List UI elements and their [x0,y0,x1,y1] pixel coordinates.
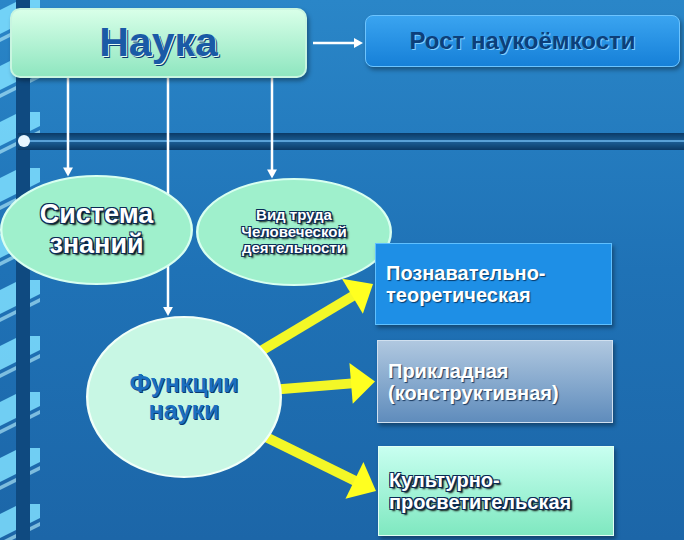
node-label: Культурно- просветительская [389,469,603,513]
arrow-connector [267,78,277,178]
node-label: Вид труда Человеческой деятельности [212,207,376,257]
arrow-connector [253,431,376,499]
node-label: Рост наукоёмкости [409,28,635,54]
ribbon-bar [16,0,30,540]
node-label: Функции науки [104,370,264,425]
node-label: Система знаний [14,200,179,259]
function-box: Культурно- просветительская [378,446,614,536]
function-box: Прикладная (конструктивная) [377,340,613,423]
horizontal-bar [18,133,684,150]
concept-ellipse: Система знаний [0,175,193,285]
node-label: Прикладная (конструктивная) [388,360,602,404]
result-box: Рост наукоёмкости [365,15,680,67]
node-label: Познавательно- теоретическая [386,262,601,306]
bar-highlight [18,140,684,142]
arrow-connector [63,78,73,176]
arrow-connector [313,38,363,48]
function-box: Познавательно- теоретическая [375,243,612,325]
title-box: Наука [10,8,307,78]
arrow-connector [250,279,373,358]
concept-ellipse: Вид труда Человеческой деятельности [196,178,392,286]
bar-knob [18,135,30,147]
functions-circle: Функции науки [86,316,282,478]
node-label: Наука [99,20,218,65]
